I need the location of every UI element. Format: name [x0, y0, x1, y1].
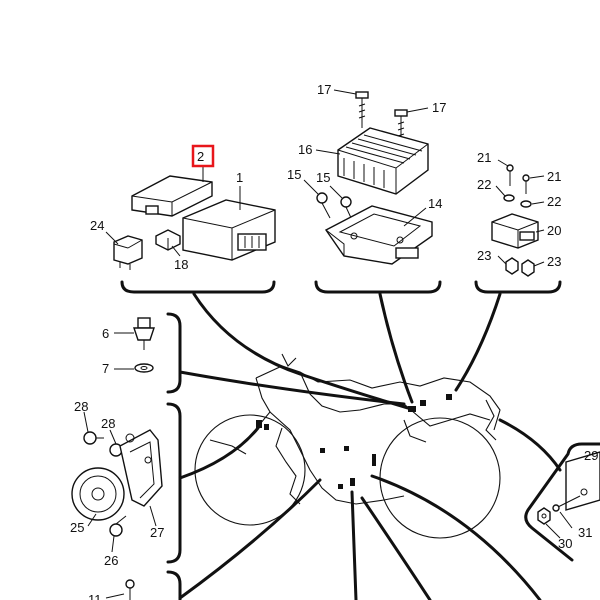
callout-7[interactable]: 7	[102, 361, 109, 376]
bracket-right	[524, 442, 600, 562]
part-30-nut[interactable]	[537, 507, 551, 525]
callout-17-left[interactable]: 17	[317, 82, 331, 97]
group-right: 29 31 30	[524, 442, 600, 562]
callout-29[interactable]: 29	[584, 448, 598, 463]
part-31-bolt[interactable]	[552, 495, 581, 512]
callout-1[interactable]: 1	[236, 170, 243, 185]
bracket-horn	[166, 402, 182, 564]
callout-cables	[178, 292, 562, 600]
part-14-bracket[interactable]	[324, 205, 433, 265]
part-24-relay[interactable]	[113, 235, 143, 270]
front-wheel	[194, 414, 306, 526]
callout-18[interactable]: 18	[174, 257, 188, 272]
callout-24[interactable]: 24	[90, 218, 104, 233]
callout-27[interactable]: 27	[150, 525, 164, 540]
part-18-connector[interactable]	[155, 229, 181, 251]
callout-23-left[interactable]: 23	[477, 248, 491, 263]
group-bottom-left: 11	[88, 570, 182, 600]
callout-21-left[interactable]: 21	[477, 150, 491, 165]
callout-2[interactable]: 2	[197, 149, 204, 164]
callout-31[interactable]: 31	[578, 525, 592, 540]
part-16-regulator[interactable]	[337, 127, 429, 195]
part-7-washer[interactable]	[134, 363, 154, 373]
part-2-module[interactable]	[131, 175, 213, 217]
callout-6[interactable]: 6	[102, 326, 109, 341]
callout-22-right[interactable]: 22	[547, 194, 561, 209]
part-22-washer-right[interactable]	[520, 200, 532, 208]
callout-21-right[interactable]: 21	[547, 169, 561, 184]
callout-22-left[interactable]: 22	[477, 177, 491, 192]
callout-16[interactable]: 16	[298, 142, 312, 157]
callout-11[interactable]: 11	[88, 592, 102, 600]
callout-17-right[interactable]: 17	[432, 100, 446, 115]
part-17-bolt-left[interactable]	[355, 91, 369, 128]
callout-26[interactable]: 26	[104, 553, 118, 568]
bracket-regulator	[314, 280, 442, 294]
part-15-bolt-a[interactable]	[316, 192, 331, 219]
part-29-plate[interactable]	[565, 451, 600, 511]
part-23-nut-right[interactable]	[521, 259, 535, 277]
bracket-ecu	[120, 280, 276, 294]
part-26-bolt[interactable]	[109, 515, 127, 537]
part-21-screw-right[interactable]	[522, 174, 530, 194]
group-regulator: 17 17 16 15 15 14	[287, 82, 446, 294]
part-22-washer-left[interactable]	[503, 194, 515, 202]
callout-28-left[interactable]: 28	[74, 399, 88, 414]
part-11-bolt[interactable]	[125, 579, 135, 589]
callout-15-a[interactable]: 15	[287, 167, 301, 182]
group-ecu: 2 1 18 24	[90, 144, 276, 294]
part-28-bolt-left[interactable]	[83, 431, 104, 445]
group-switch: 6 7	[102, 312, 182, 394]
callout-15-b[interactable]: 15	[316, 170, 330, 185]
callout-23-right[interactable]: 23	[547, 254, 561, 269]
bracket-switch	[166, 312, 182, 394]
bracket-sensor	[474, 280, 562, 294]
part-15-bolt-b[interactable]	[340, 196, 353, 221]
callout-14[interactable]: 14	[428, 196, 442, 211]
part-23-nut-left[interactable]	[505, 257, 519, 275]
callout-30[interactable]: 30	[558, 536, 572, 551]
part-20-sensor[interactable]	[491, 213, 539, 249]
part-25-horn[interactable]	[71, 467, 125, 521]
callout-25[interactable]: 25	[70, 520, 84, 535]
bracket-bottom	[166, 570, 182, 600]
part-27-bracket[interactable]	[119, 429, 163, 507]
rear-wheel	[379, 417, 501, 539]
group-sensor: 21 21 22 22 20 23 23	[474, 150, 562, 294]
part-21-screw-left[interactable]	[506, 164, 514, 186]
group-horn: 28 28 25 26 27	[70, 399, 182, 568]
part-1-ecu[interactable]	[182, 199, 276, 261]
callout-20[interactable]: 20	[547, 223, 561, 238]
callout-2-highlight	[191, 144, 215, 168]
callout-28-right[interactable]: 28	[101, 416, 115, 431]
part-6-sensor[interactable]	[133, 317, 155, 350]
